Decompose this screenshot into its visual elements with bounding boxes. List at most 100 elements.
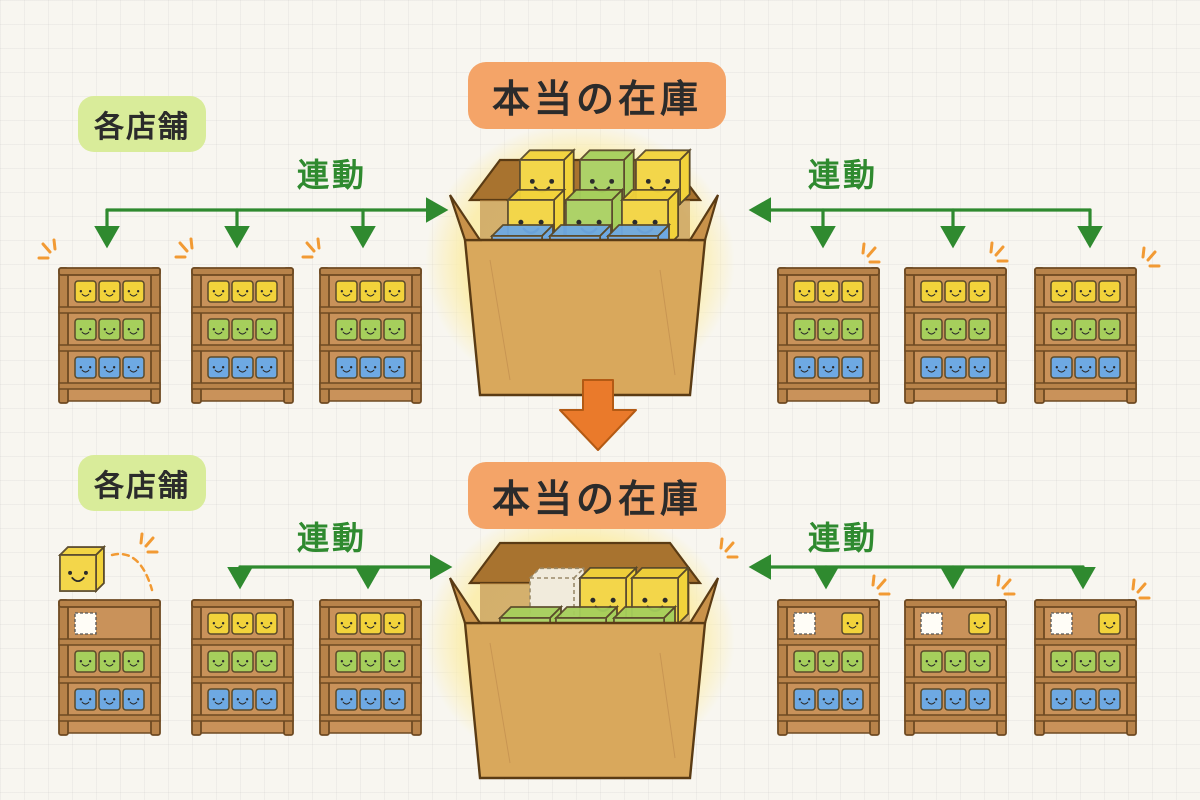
- block-face-icon: [236, 328, 249, 335]
- block-face-icon: [1079, 698, 1092, 705]
- shelf-block: [359, 280, 382, 303]
- shelf-block: [793, 280, 816, 303]
- block-face-icon: [364, 290, 377, 297]
- block-face-icon: [212, 290, 225, 297]
- shelf-block: [793, 318, 816, 341]
- block-face-icon: [1055, 698, 1068, 705]
- block-face-icon: [260, 698, 273, 705]
- shelf-block: [968, 650, 991, 673]
- block-face-icon: [364, 622, 377, 629]
- shelf-block: [335, 612, 358, 635]
- shelf-block: [74, 688, 97, 711]
- block-face-icon: [127, 698, 140, 705]
- shelf-block: [920, 356, 943, 379]
- block-face-icon: [925, 698, 938, 705]
- block-face-icon: [822, 698, 835, 705]
- shelf-block: [207, 612, 230, 635]
- block-face-icon: [236, 622, 249, 629]
- down-arrow-icon: [559, 379, 637, 451]
- shelf-block: [335, 650, 358, 673]
- block-face-icon: [103, 660, 116, 667]
- block-face-icon: [949, 290, 962, 297]
- block-face-icon: [798, 660, 811, 667]
- shelf-block: [255, 356, 278, 379]
- block-face-icon: [340, 366, 353, 373]
- block-face-icon: [1103, 328, 1116, 335]
- lift-motion-curve: [110, 552, 154, 592]
- block-face-icon: [1079, 366, 1092, 373]
- shelf-block: [1098, 356, 1121, 379]
- block-face-icon: [973, 660, 986, 667]
- block-face-icon: [1079, 660, 1092, 667]
- block-face-icon: [388, 698, 401, 705]
- shelf-block: [98, 318, 121, 341]
- sparkle-icon: [139, 532, 159, 554]
- shelf-block: [98, 280, 121, 303]
- shelf-block: [817, 650, 840, 673]
- block-face-icon: [364, 660, 377, 667]
- shelf-block: [335, 356, 358, 379]
- block-face-icon: [388, 622, 401, 629]
- shelf-block: [968, 318, 991, 341]
- block-face-icon: [364, 366, 377, 373]
- shelf-block: [335, 280, 358, 303]
- empty-slot: [793, 612, 816, 635]
- top-true-stock-label: 本当の在庫: [468, 62, 727, 129]
- block-face-icon: [822, 660, 835, 667]
- block-face-icon: [340, 622, 353, 629]
- block-face-icon: [127, 290, 140, 297]
- block-face-icon: [236, 660, 249, 667]
- shelf-block: [231, 356, 254, 379]
- shelf-block: [1050, 318, 1073, 341]
- block-face-icon: [127, 366, 140, 373]
- shelf-block: [98, 688, 121, 711]
- block-face-icon: [846, 328, 859, 335]
- shelf-block: [920, 650, 943, 673]
- block-face-icon: [364, 698, 377, 705]
- shelf-block: [920, 280, 943, 303]
- block-face-icon: [973, 622, 986, 629]
- block-face-icon: [388, 366, 401, 373]
- block-face-icon: [127, 660, 140, 667]
- shelf-block: [1098, 612, 1121, 635]
- shelf-block: [1074, 650, 1097, 673]
- shelf-block: [841, 356, 864, 379]
- top-store-label: 各店舗: [78, 96, 206, 152]
- block-face-icon: [846, 660, 859, 667]
- top-store-shelf-4: [777, 267, 880, 404]
- block-face-icon: [340, 290, 353, 297]
- bottom-store-shelf-4: [777, 599, 880, 736]
- block-face-icon: [388, 290, 401, 297]
- block-face-icon: [212, 698, 225, 705]
- block-face-icon: [340, 698, 353, 705]
- shelf-block: [1098, 318, 1121, 341]
- block-face-icon: [79, 290, 92, 297]
- shelf-block: [968, 612, 991, 635]
- block-face-icon: [340, 660, 353, 667]
- block-face-icon: [79, 660, 92, 667]
- shelf-block: [841, 318, 864, 341]
- shelf-block: [944, 650, 967, 673]
- block-face-icon: [212, 328, 225, 335]
- block-face-icon: [1055, 660, 1068, 667]
- sparkle-icon: [871, 574, 891, 596]
- block-face-icon: [822, 290, 835, 297]
- shelf-block: [231, 650, 254, 673]
- shelf-block: [335, 688, 358, 711]
- bottom-store-shelf-3: [319, 599, 422, 736]
- shelf-block: [74, 280, 97, 303]
- shelf-block: [1098, 280, 1121, 303]
- block-face-icon: [1103, 366, 1116, 373]
- shelf-block: [944, 318, 967, 341]
- block-face-icon: [798, 290, 811, 297]
- top-store-shelf-1: [58, 267, 161, 404]
- shelf-block: [122, 280, 145, 303]
- block-face-icon: [1055, 328, 1068, 335]
- sparkle-icon: [719, 537, 739, 559]
- block-face-icon: [822, 366, 835, 373]
- empty-slot: [74, 612, 97, 635]
- empty-slot: [1050, 612, 1073, 635]
- shelf-block: [1074, 356, 1097, 379]
- block-face-icon: [949, 698, 962, 705]
